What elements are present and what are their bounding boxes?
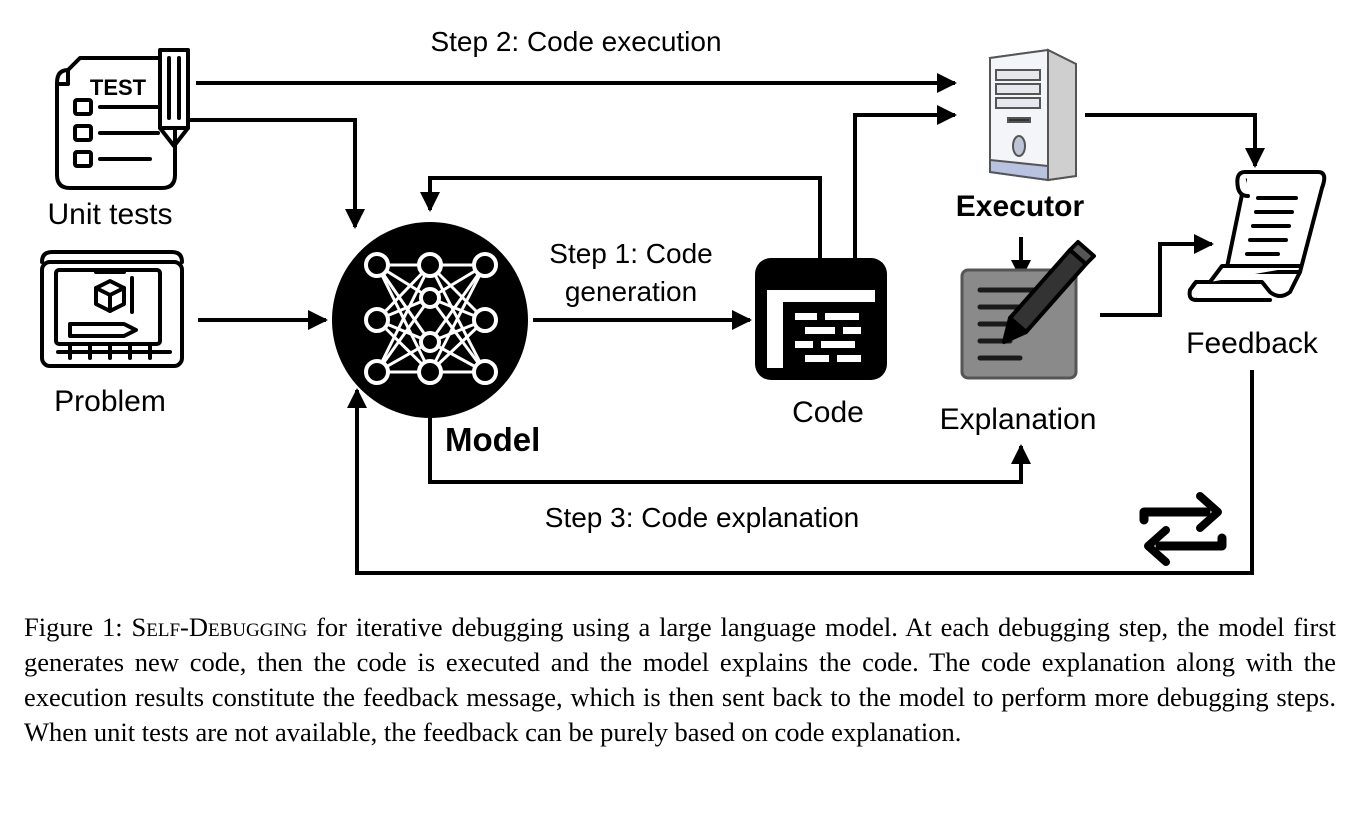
caption-body: for iterative debugging using a large la… [24, 612, 1336, 747]
arrow-feedback-to-model [347, 370, 1254, 575]
loop-arrows-icon [1139, 492, 1227, 566]
caption-prefix: Figure 1: [24, 612, 132, 642]
unit-tests-label: Unit tests [47, 198, 172, 231]
step1-label-line1: Step 1: Code [549, 238, 712, 269]
caption-name: Self-Debugging [131, 612, 308, 642]
blueprint-icon [40, 250, 184, 368]
test-icon-text: TEST [90, 75, 147, 100]
arrow-code-back-to-model [420, 176, 822, 258]
self-debugging-diagram: TEST Unit tests Problem [40, 26, 1327, 575]
code-window-icon [755, 258, 887, 380]
step3-label: Step 3: Code explanation [545, 502, 859, 533]
step1-label-line2: generation [565, 276, 697, 307]
test-sheet-icon [55, 48, 190, 190]
executor-label: Executor [956, 190, 1085, 223]
arrow-tests-to-model [190, 118, 365, 229]
arrow-explanation-to-feedback [1100, 234, 1214, 317]
problem-label: Problem [54, 385, 166, 418]
arrow-model-to-explanation [428, 412, 1031, 484]
connectors [190, 73, 1265, 575]
neural-network-icon [332, 222, 528, 418]
figure-caption: Figure 1: Self-Debugging for iterative d… [24, 610, 1336, 750]
arrow-executor-to-feedback [1085, 113, 1265, 168]
notepad-pen-icon [960, 240, 1096, 380]
server-tower-icon [988, 48, 1077, 182]
code-label: Code [792, 396, 864, 429]
explanation-label: Explanation [940, 403, 1097, 436]
step2-label: Step 2: Code execution [430, 26, 721, 57]
feedback-label: Feedback [1186, 327, 1319, 360]
model-label: Model [445, 421, 540, 458]
scroll-icon [1187, 170, 1327, 302]
arrow-code-to-executor [853, 105, 957, 258]
